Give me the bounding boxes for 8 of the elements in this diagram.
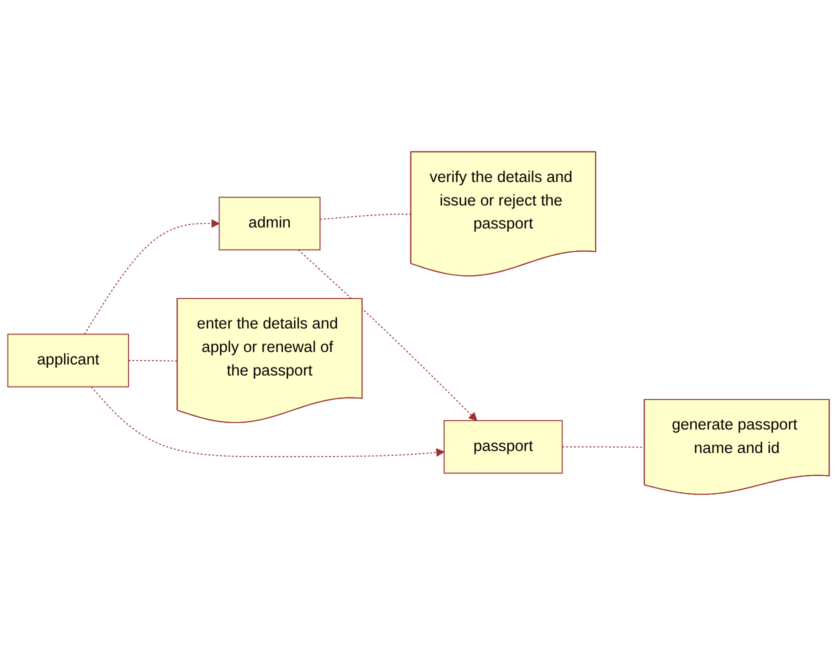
- arrow: [298, 249, 478, 421]
- connector: [128, 360, 178, 362]
- arrow: [90, 386, 445, 458]
- node-box: applicant: [7, 334, 129, 388]
- arrow: [84, 219, 220, 335]
- connector: [320, 214, 412, 220]
- node-box: admin: [218, 196, 321, 250]
- node-box: passport: [444, 420, 563, 474]
